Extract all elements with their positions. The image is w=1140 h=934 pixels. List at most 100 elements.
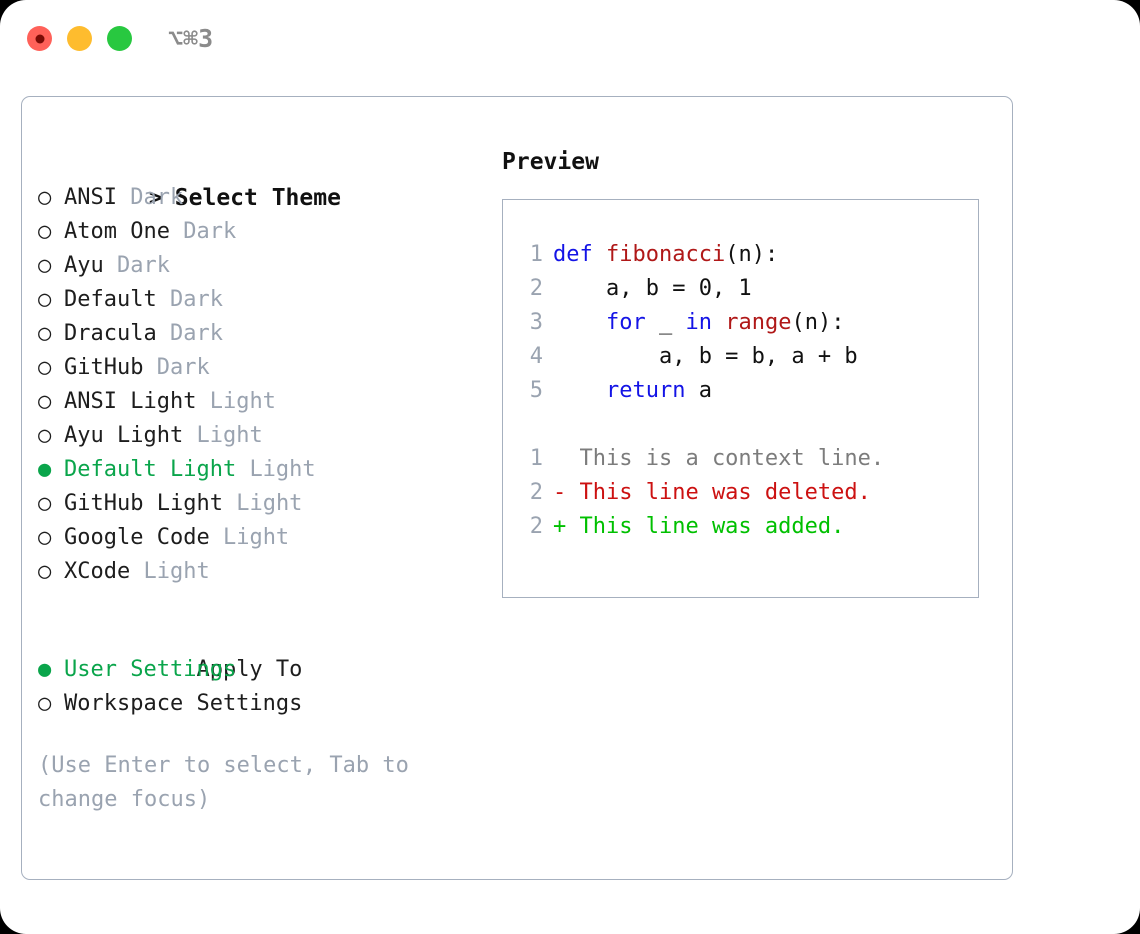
code-line: 5 return a bbox=[517, 374, 968, 408]
theme-list-item[interactable]: ○ XCode Light bbox=[38, 555, 498, 589]
apply-to-option[interactable]: ○ Workspace Settings bbox=[38, 687, 498, 721]
theme-list-item[interactable]: ○ Atom One Dark bbox=[38, 215, 498, 249]
code-line: 2 + This line was added. bbox=[517, 510, 968, 544]
theme-name: Ayu bbox=[64, 253, 104, 278]
radio-unselected-icon: ○ bbox=[38, 691, 65, 716]
code-line: 1 def fibonacci(n): bbox=[517, 238, 968, 272]
maximize-button[interactable] bbox=[107, 26, 132, 51]
line-number: 2 bbox=[529, 480, 543, 505]
theme-name: GitHub bbox=[64, 355, 144, 380]
preview-title: Preview bbox=[502, 149, 599, 175]
code-token: fibonacci bbox=[605, 242, 726, 267]
line-number: 2 bbox=[529, 276, 543, 301]
theme-variant-tag: Light bbox=[143, 559, 210, 584]
theme-list-item[interactable]: ○ Ayu Light Light bbox=[38, 419, 498, 453]
code-token bbox=[553, 378, 606, 403]
code-token: + This line was added. bbox=[553, 514, 845, 539]
line-number: 2 bbox=[529, 514, 543, 539]
apply-to-title: Apply To bbox=[196, 657, 303, 682]
theme-variant-tag: Light bbox=[196, 423, 263, 448]
radio-unselected-icon: ○ bbox=[38, 287, 65, 312]
code-line: 2 a, b = 0, 1 bbox=[517, 272, 968, 306]
theme-list-item[interactable]: ○ Google Code Light bbox=[38, 521, 498, 555]
apply-to-options: ● User Settings○ Workspace Settings bbox=[38, 653, 498, 721]
theme-variant-tag: Dark bbox=[156, 355, 210, 380]
radio-unselected-icon: ○ bbox=[38, 253, 65, 278]
theme-name: XCode bbox=[64, 559, 131, 584]
radio-unselected-icon: ○ bbox=[38, 389, 65, 414]
apply-to-header: Apply To bbox=[38, 619, 498, 682]
theme-list-item[interactable]: ○ GitHub Light Light bbox=[38, 487, 498, 521]
spacer bbox=[223, 491, 236, 516]
code-token: range bbox=[725, 310, 792, 335]
spacer bbox=[157, 287, 170, 312]
radio-unselected-icon: ○ bbox=[38, 559, 65, 584]
spacer bbox=[170, 219, 183, 244]
keyboard-hint: (Use Enter to select, Tab to change focu… bbox=[38, 753, 409, 812]
line-number: 4 bbox=[529, 344, 543, 369]
line-number: 1 bbox=[529, 242, 543, 267]
select-theme-header: > Select Theme bbox=[38, 147, 498, 211]
theme-list-item[interactable]: ○ ANSI Light Light bbox=[38, 385, 498, 419]
recording-dot-icon bbox=[35, 34, 44, 43]
theme-name: Dracula bbox=[64, 321, 157, 346]
theme-variant-tag: Dark bbox=[117, 253, 170, 278]
theme-list-item[interactable]: ○ GitHub Dark bbox=[38, 351, 498, 385]
spacer bbox=[143, 355, 156, 380]
prompt-caret-icon: > bbox=[148, 185, 177, 211]
theme-name: ANSI Light bbox=[64, 389, 197, 414]
code-token: return bbox=[605, 378, 686, 403]
radio-unselected-icon: ○ bbox=[38, 491, 65, 516]
theme-name: Default bbox=[64, 287, 157, 312]
code-token: a, b = 0, 1 bbox=[553, 276, 752, 301]
theme-variant-tag: Dark bbox=[130, 185, 184, 210]
theme-list-item[interactable]: ○ Ayu Dark bbox=[38, 249, 498, 283]
code-token: a, b = b, a + b bbox=[553, 344, 858, 369]
radio-unselected-icon: ○ bbox=[38, 525, 65, 550]
apply-to-option-label: User Settings bbox=[64, 657, 237, 682]
theme-selection-column: > Select Theme ○ ANSI Dark○ Atom One Dar… bbox=[38, 147, 498, 817]
apply-to-section: Apply To ● User Settings○ Workspace Sett… bbox=[38, 619, 498, 721]
radio-unselected-icon: ○ bbox=[38, 185, 65, 210]
theme-variant-tag: Dark bbox=[183, 219, 237, 244]
code-line: 2- This line was deleted. bbox=[517, 476, 968, 510]
apply-to-option[interactable]: ● User Settings bbox=[38, 653, 498, 687]
theme-name: ANSI bbox=[64, 185, 117, 210]
theme-picker-panel: > Select Theme ○ ANSI Dark○ Atom One Dar… bbox=[21, 96, 1013, 880]
theme-name: Default Light bbox=[64, 457, 237, 482]
code-line: 3 for _ in range(n): bbox=[517, 306, 968, 340]
code-token: in bbox=[685, 310, 712, 335]
theme-list-item[interactable]: ● Default Light Light bbox=[38, 453, 498, 487]
code-token bbox=[712, 310, 725, 335]
theme-variant-tag: Light bbox=[209, 389, 276, 414]
theme-list-item[interactable]: ○ Dracula Dark bbox=[38, 317, 498, 351]
code-line bbox=[517, 408, 968, 442]
code-token bbox=[553, 412, 566, 437]
code-token: def bbox=[553, 242, 606, 267]
theme-variant-tag: Light bbox=[249, 457, 316, 482]
theme-variant-tag: Dark bbox=[169, 321, 223, 346]
close-button[interactable] bbox=[27, 26, 52, 51]
code-line: 4 a, b = b, a + b bbox=[517, 340, 968, 374]
radio-unselected-icon: ○ bbox=[38, 321, 65, 346]
spacer bbox=[196, 389, 209, 414]
theme-name: GitHub Light bbox=[64, 491, 223, 516]
spacer bbox=[183, 423, 196, 448]
code-token: (n): bbox=[791, 310, 845, 335]
theme-variant-tag: Light bbox=[236, 491, 303, 516]
theme-list-item[interactable]: ○ Default Dark bbox=[38, 283, 498, 317]
line-number: 5 bbox=[529, 378, 543, 403]
theme-name: Google Code bbox=[64, 525, 210, 550]
radio-selected-icon: ● bbox=[38, 457, 65, 482]
line-number: 3 bbox=[529, 310, 543, 335]
code-token: (n): bbox=[725, 242, 779, 267]
spacer bbox=[157, 321, 170, 346]
theme-list-item[interactable]: ○ ANSI Dark bbox=[38, 181, 498, 215]
window-titlebar: ⌥⌘3 bbox=[0, 0, 1140, 80]
minimize-button[interactable] bbox=[67, 26, 92, 51]
code-token: a bbox=[685, 378, 712, 403]
theme-name: Ayu Light bbox=[64, 423, 184, 448]
